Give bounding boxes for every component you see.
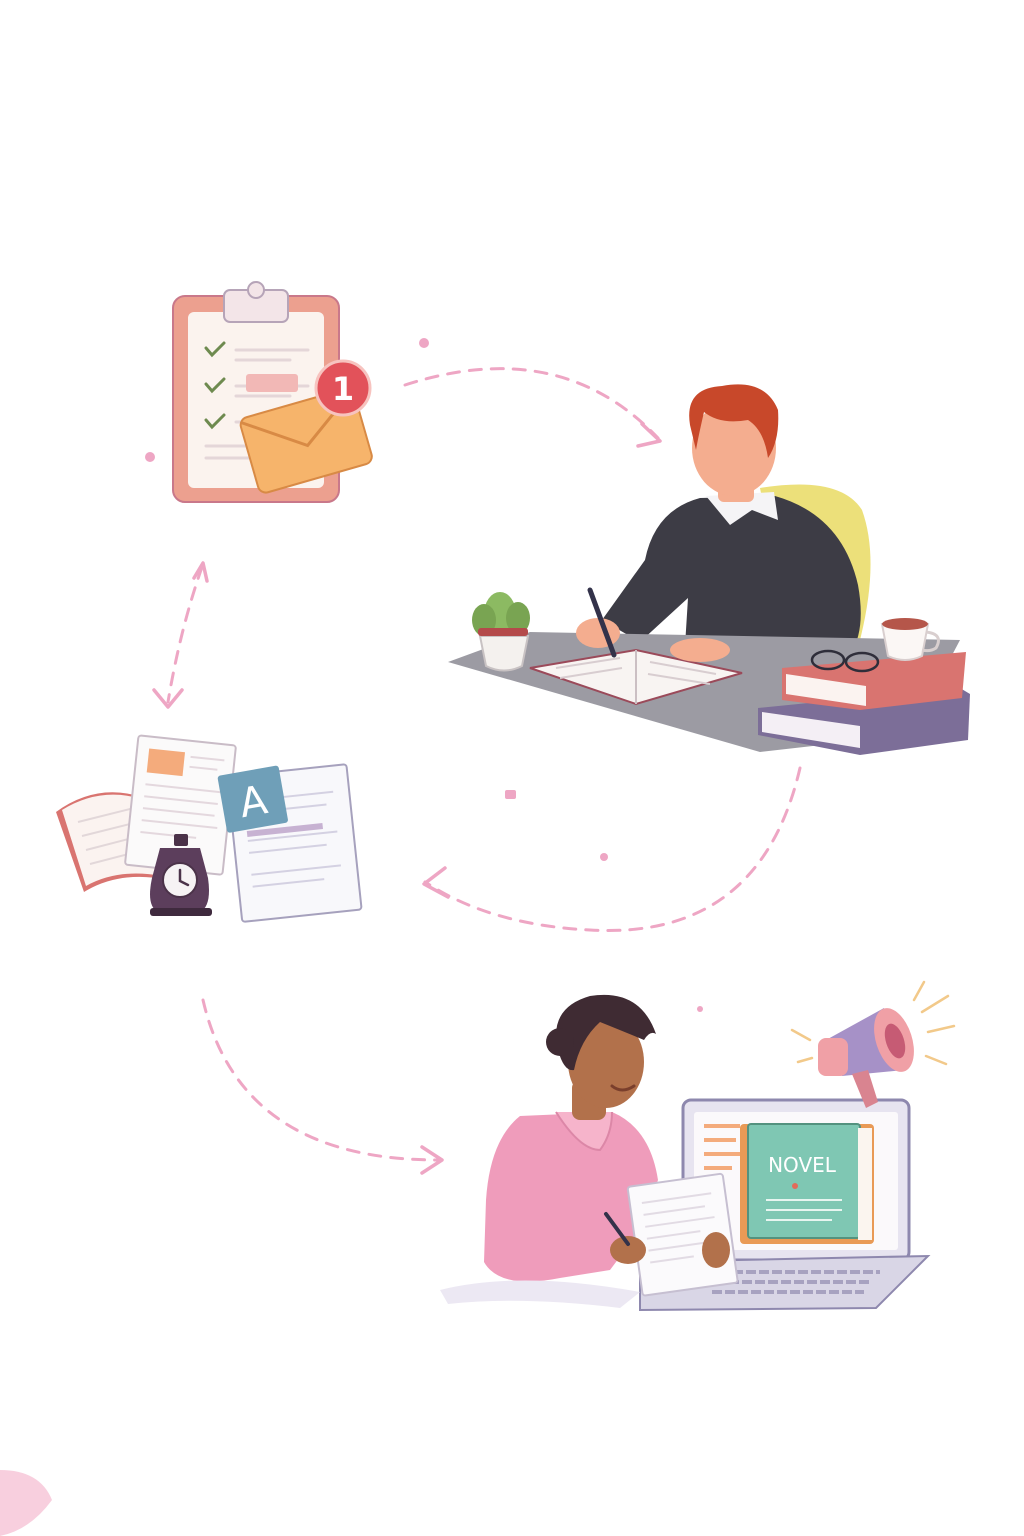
woman-pen	[604, 1212, 630, 1246]
notification-badge: 1	[314, 359, 372, 417]
grade-tab: A	[217, 765, 288, 833]
woman-top	[484, 1112, 658, 1282]
arrowhead-left-middle	[422, 866, 450, 899]
arrowhead-down-left	[152, 688, 184, 709]
arrow-editing-to-publishing	[201, 998, 440, 1162]
flow-arrows	[166, 367, 802, 1162]
editing-documents-illustration: A	[56, 734, 363, 923]
arrowhead-right-top	[636, 422, 662, 448]
arrow-clipboard-to-editing	[166, 565, 204, 704]
woman-hair	[556, 994, 656, 1071]
glasses	[810, 649, 880, 673]
sweater	[602, 496, 861, 664]
book-stack	[758, 652, 970, 755]
arrowhead-right-bottom	[420, 1145, 444, 1175]
pen	[587, 587, 617, 658]
arrow-submission-to-writer	[403, 367, 660, 440]
coffee-cup	[880, 618, 940, 661]
corner-swoosh	[0, 1470, 52, 1536]
notification-count: 1	[332, 370, 354, 408]
arrowhead-up-left	[192, 561, 209, 583]
decorative-dots	[145, 338, 703, 1012]
writer-at-desk-illustration	[448, 384, 970, 755]
potted-plant	[472, 592, 530, 672]
manuscript-page	[124, 734, 237, 876]
open-notebook	[529, 648, 743, 706]
arrow-writer-to-editing	[423, 766, 802, 933]
novel-book: NOVEL	[740, 1123, 874, 1244]
arrow-heads	[152, 422, 662, 1175]
publisher-illustration: NOVEL	[440, 980, 956, 1312]
man-hair	[689, 384, 779, 458]
megaphone-icon	[790, 980, 956, 1108]
woman-face	[568, 1016, 644, 1108]
timer-icon	[150, 834, 212, 916]
novel-title: NOVEL	[768, 1153, 837, 1177]
